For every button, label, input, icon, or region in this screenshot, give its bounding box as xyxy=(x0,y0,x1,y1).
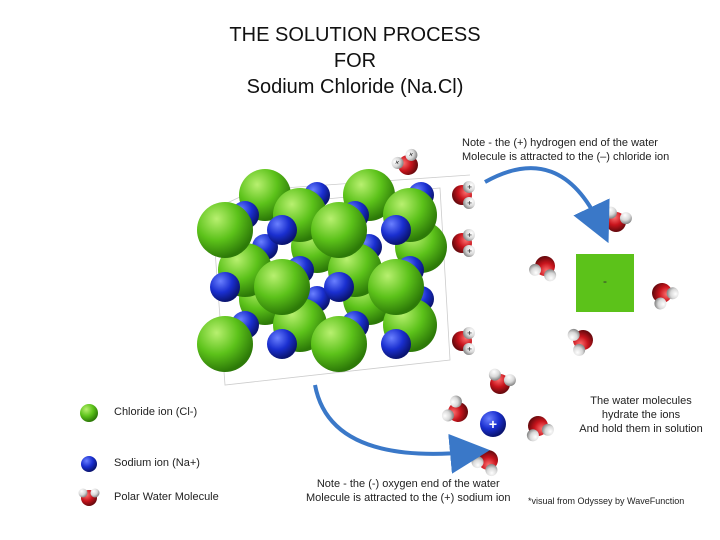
water-molecule: ++ xyxy=(391,148,418,175)
note-top-line-2: Molecule is attracted to the (–) chlorid… xyxy=(462,151,670,163)
title-line-1: THE SOLUTION PROCESS xyxy=(229,24,481,46)
water-hydrogen-atom xyxy=(463,229,475,241)
legend-chloride-icon xyxy=(80,404,98,422)
free-sodium-ion-shape xyxy=(480,411,506,437)
water-hydrogen-atom xyxy=(405,148,418,161)
legend-water-label: Polar Water Molecule xyxy=(114,491,219,503)
free-sodium-ion: + xyxy=(480,411,506,437)
water-hydrogen-atom xyxy=(544,269,557,282)
water-molecule xyxy=(526,416,554,442)
water-molecule xyxy=(488,368,516,394)
title-line-3: Sodium Chloride (Na.Cl) xyxy=(246,76,464,98)
lattice-chloride-ion xyxy=(311,202,367,258)
lattice-chloride-ion xyxy=(197,316,253,372)
water-hydrogen-atom xyxy=(463,245,475,257)
water-hydrogen-atom xyxy=(441,409,454,422)
water-molecule xyxy=(529,256,557,282)
hydrogen-plus-label: + xyxy=(465,201,474,206)
hydrogen-plus-label: + xyxy=(465,185,474,190)
hydrogen-plus-label: + xyxy=(407,149,416,159)
note-oxygen-attraction: Note - the (-) oxygen end of the water M… xyxy=(306,477,511,505)
water-hydrogen-atom xyxy=(529,263,542,276)
water-hydrogen-atom xyxy=(463,343,475,355)
water-molecule: ++ xyxy=(452,181,475,209)
legend-sodium-icon xyxy=(81,456,97,472)
water-hydrogen-atom xyxy=(488,368,501,381)
water-molecule: ++ xyxy=(452,229,475,257)
lattice-chloride-ion xyxy=(311,316,367,372)
legend-chloride-label: Chloride ion (Cl-) xyxy=(114,406,198,418)
water-hydrogen-atom xyxy=(567,328,580,341)
hydrogen-plus-label: + xyxy=(465,347,474,352)
water-hydrogen-atom xyxy=(619,212,632,225)
note-bottom-line-2: Molecule is attracted to the (+) sodium … xyxy=(306,492,511,504)
hydrogen-plus-label: + xyxy=(393,157,402,167)
water-molecule: ++ xyxy=(452,327,475,355)
lattice-sodium-ion xyxy=(267,215,297,245)
water-molecule xyxy=(567,328,593,356)
hydrate-line-2: hydrate the ions xyxy=(601,409,681,421)
lattice-sodium-ion xyxy=(267,329,297,359)
hydrate-line-1: The water molecules xyxy=(590,395,692,407)
free-sodium-plus-label: + xyxy=(489,416,497,432)
water-hydrogen-atom xyxy=(463,327,475,339)
hydrogen-plus-label: + xyxy=(465,249,474,254)
lattice-sodium-ion xyxy=(324,272,354,302)
lattice-sodium-ion xyxy=(210,272,240,302)
lattice-sodium-ion xyxy=(381,215,411,245)
legend-water-icon xyxy=(78,488,100,506)
lattice-chloride-ion xyxy=(368,259,424,315)
note-hydration: The water molecules hydrate the ions And… xyxy=(566,394,716,436)
nacl-crystal-lattice xyxy=(197,169,447,372)
water-molecule xyxy=(441,395,468,422)
water-molecules: ++++++++ xyxy=(391,148,679,477)
legend-sodium-label: Sodium ion (Na+) xyxy=(114,457,200,469)
page-title: THE SOLUTION PROCESS FOR Sodium Chloride… xyxy=(150,22,560,100)
arrow-to-chloride xyxy=(484,166,610,244)
title-line-2: FOR xyxy=(333,50,377,72)
lattice-chloride-ion xyxy=(197,202,253,258)
water-molecule xyxy=(471,450,498,477)
free-chloride-ion-shape xyxy=(576,254,634,312)
hydrogen-plus-label: + xyxy=(465,331,474,336)
lattice-sodium-ion xyxy=(381,329,411,359)
water-hydrogen-atom xyxy=(463,197,475,209)
water-hydrogen-atom xyxy=(463,181,475,193)
water-hydrogen-atom xyxy=(449,395,462,408)
hydrogen-plus-label: + xyxy=(465,233,474,238)
water-oxygen-atom xyxy=(652,283,672,303)
free-chloride-minus-label: - xyxy=(603,274,607,288)
hydrate-line-3: And hold them in solution xyxy=(579,423,703,435)
arrow-to-sodium xyxy=(313,384,490,474)
water-molecule xyxy=(652,283,679,310)
note-bottom-line-1: Note - the (-) oxygen end of the water xyxy=(316,478,500,490)
water-hydrogen-atom xyxy=(666,287,679,300)
credit-text: *visual from Odyssey by WaveFunction xyxy=(528,496,685,506)
water-hydrogen-atom xyxy=(503,374,516,387)
water-hydrogen-atom xyxy=(526,429,539,442)
lattice-chloride-ion xyxy=(254,259,310,315)
note-top-line-1: Note - the (+) hydrogen end of the water xyxy=(462,137,658,149)
water-hydrogen-atom xyxy=(573,343,586,356)
note-hydrogen-attraction: Note - the (+) hydrogen end of the water… xyxy=(462,136,669,164)
water-hydrogen-atom xyxy=(654,297,667,310)
water-molecule xyxy=(604,206,632,232)
water-hydrogen-atom xyxy=(391,156,404,169)
water-hydrogen-atom xyxy=(541,423,554,436)
free-chloride-ion: - xyxy=(576,254,634,312)
